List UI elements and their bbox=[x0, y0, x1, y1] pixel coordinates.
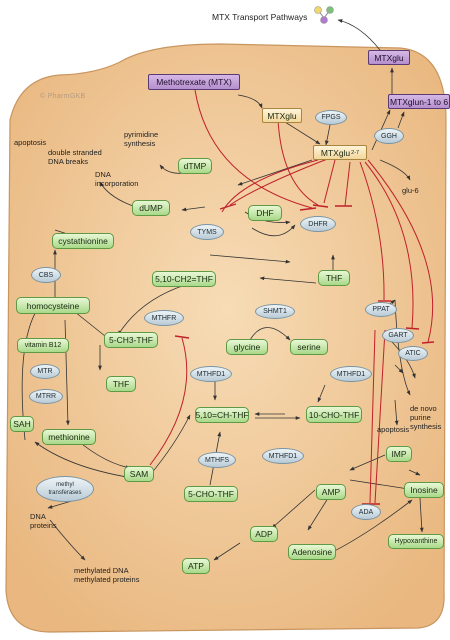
methyltransferases-enzyme: methyl transferases bbox=[36, 476, 94, 502]
inosine-node: Inosine bbox=[404, 482, 444, 498]
sah-node: SAH bbox=[10, 416, 34, 432]
fpgs-enzyme: FPGS bbox=[315, 110, 347, 125]
dump-node: dUMP bbox=[132, 200, 170, 216]
methionine-node: methionine bbox=[42, 429, 96, 445]
mtxglu-top-label: MTXglu bbox=[374, 52, 404, 63]
adp-node: ADP bbox=[250, 526, 278, 542]
ds-breaks-label: double stranded DNA breaks bbox=[48, 148, 102, 166]
glu6-label: glu-6 bbox=[402, 186, 419, 195]
shmt1-enzyme: SHMT1 bbox=[255, 304, 295, 319]
inhibition-lines bbox=[149, 89, 434, 504]
ppat-enzyme: PPAT bbox=[365, 302, 397, 317]
diagram-title: MTX Transport Pathways bbox=[212, 12, 308, 22]
sam-node: SAM bbox=[124, 466, 154, 482]
mtxglu-label: MTXglu bbox=[267, 110, 297, 121]
dna-incorporation-label: DNA incorporation bbox=[95, 170, 139, 188]
mtrr-enzyme: MTRR bbox=[29, 389, 63, 404]
mthfs-enzyme: MTHFS bbox=[198, 452, 236, 468]
mthfd1-enzyme-b: MTHFD1 bbox=[330, 366, 372, 382]
thf-node: THF bbox=[318, 270, 350, 286]
amp-node: AMP bbox=[316, 484, 346, 500]
serine-node: serine bbox=[290, 339, 328, 355]
apoptosis-right-label: apoptosis bbox=[377, 425, 410, 434]
adenosine-node: Adenosine bbox=[288, 544, 336, 560]
mtr-enzyme: MTR bbox=[30, 364, 60, 379]
dtmp-node: dTMP bbox=[178, 158, 212, 174]
methylated-label: methylated DNA methylated proteins bbox=[74, 566, 140, 584]
vitamin-b12-node: vitamin B12 bbox=[17, 338, 69, 353]
atic-enzyme: ATIC bbox=[398, 346, 428, 361]
ch2-thf-node: 5,10-CH2=THF bbox=[152, 271, 216, 287]
cho-thf-node: 10-CHO-THF bbox=[306, 406, 362, 423]
mthfd1-enzyme-a: MTHFD1 bbox=[190, 366, 232, 382]
dna-proteins-label: DNA proteins bbox=[30, 512, 57, 530]
mthfr-enzyme: MTHFR bbox=[144, 310, 184, 326]
mtxglu-2-7-main: MTXglu bbox=[320, 147, 351, 158]
ch-thf-node: 5,10=CH-THF bbox=[195, 407, 249, 423]
5-cho-thf-node: 5-CHO-THF bbox=[184, 486, 238, 502]
gart-enzyme: GART bbox=[382, 328, 414, 343]
mtxglu-top-node: MTXglu bbox=[368, 50, 410, 65]
thf-small-node: THF bbox=[106, 376, 136, 392]
homocysteine-node: homocysteine bbox=[16, 297, 90, 314]
de-novo-label: de novo purine synthesis bbox=[410, 404, 442, 431]
methotrexate-node: Methotrexate (MTX) bbox=[148, 74, 240, 90]
tyms-enzyme: TYMS bbox=[190, 224, 224, 240]
mthfd1-enzyme-c: MTHFD1 bbox=[262, 448, 304, 464]
apoptosis-top-label: apoptosis bbox=[14, 138, 47, 147]
glycine-node: glycine bbox=[226, 339, 268, 355]
mtxglu-2-7-sub: 2-7 bbox=[351, 149, 360, 156]
atp-node: ATP bbox=[182, 558, 210, 574]
ch3-thf-node: 5-CH3-THF bbox=[104, 332, 158, 348]
hypoxanthine-node: Hypoxanthine bbox=[388, 534, 444, 549]
dhf-node: DHF bbox=[248, 205, 282, 221]
imp-node: IMP bbox=[386, 446, 412, 462]
molecule-icon bbox=[314, 6, 334, 24]
pyrimidine-label: pyrimidine synthesis bbox=[124, 130, 159, 148]
cbs-enzyme: CBS bbox=[31, 267, 61, 283]
mtxglu-node: MTXglu bbox=[262, 108, 302, 123]
ggh-enzyme: GGH bbox=[374, 128, 404, 144]
cystathionine-node: cystathionine bbox=[52, 233, 114, 249]
watermark: © PharmGKB bbox=[40, 93, 86, 100]
ada-enzyme: ADA bbox=[351, 504, 381, 520]
dhfr-enzyme: DHFR bbox=[300, 216, 336, 232]
mtxglu-n-main: MTXglu bbox=[389, 96, 420, 107]
mtxglu-n-sub: n-1 to 6 bbox=[419, 96, 449, 107]
